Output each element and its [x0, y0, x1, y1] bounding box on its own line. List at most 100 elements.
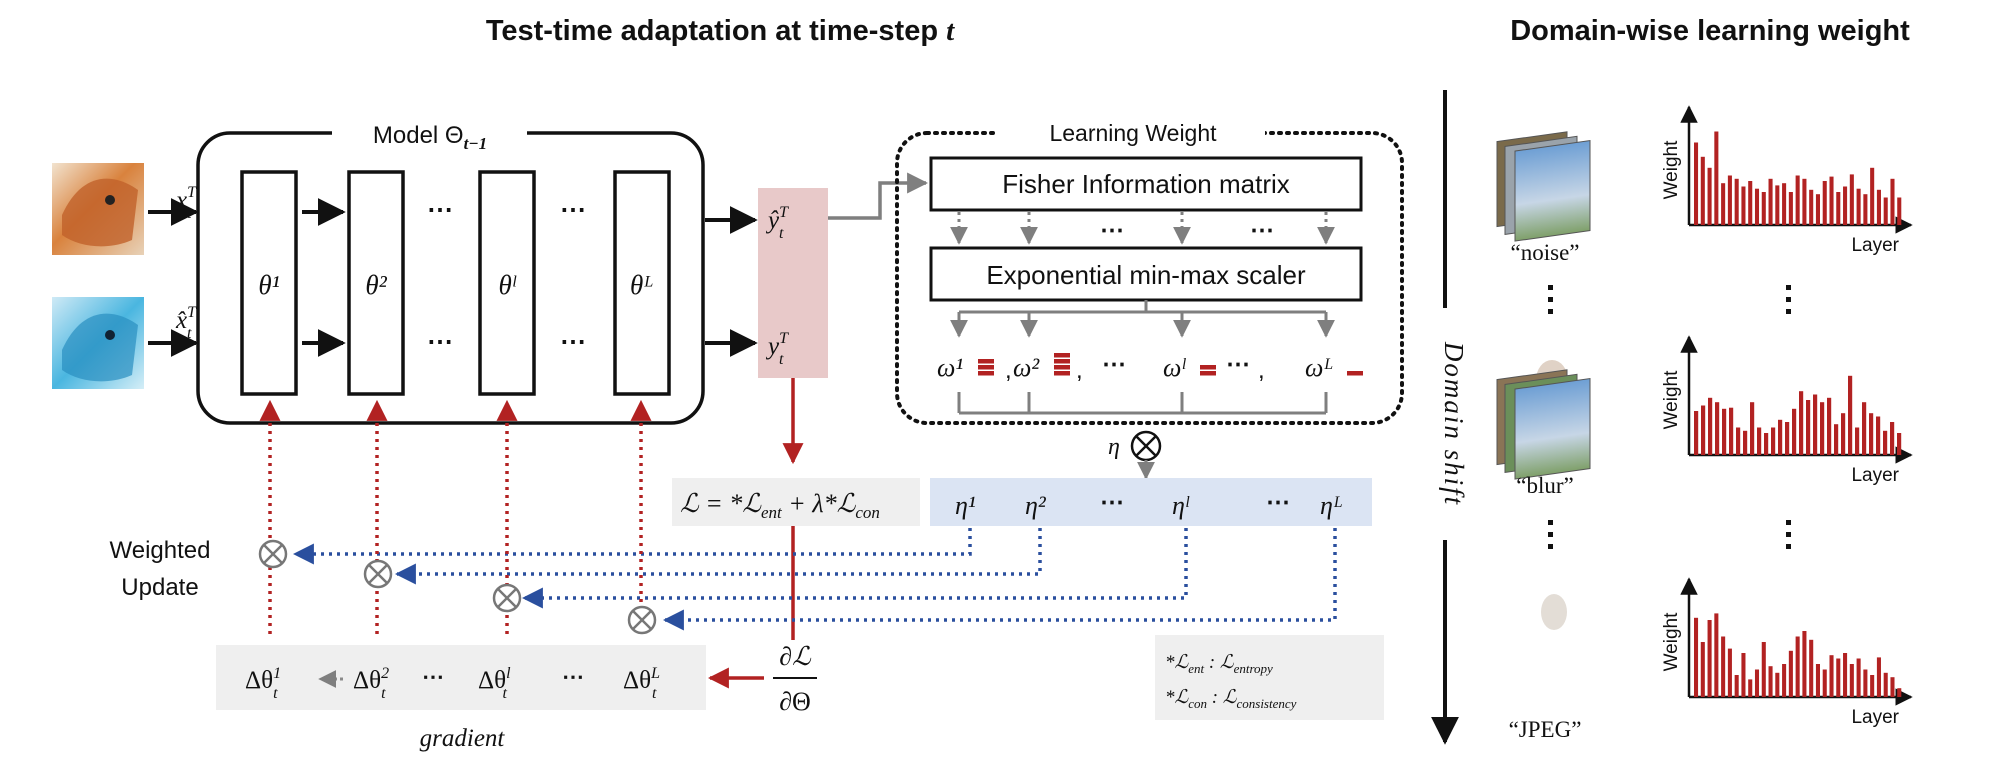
- bar: [1761, 192, 1766, 225]
- input-image-fox: [52, 163, 144, 255]
- bar: [1768, 666, 1773, 697]
- eta-row-box: [930, 478, 1372, 526]
- vertical-ellipsis: [1548, 285, 1791, 549]
- eta-L: ηᴸ: [1320, 491, 1343, 520]
- bar: [1768, 178, 1773, 225]
- bar: [1883, 672, 1888, 697]
- bar: [1869, 413, 1874, 455]
- loss-equation: ℒ = *ℒent + λ*ℒcon: [680, 489, 880, 522]
- x-axis-label: Layer: [1851, 235, 1899, 256]
- bar: [1820, 402, 1825, 455]
- input-x-label: xTt: [175, 184, 197, 222]
- fisher-box: [929, 156, 1363, 212]
- bar: [1855, 427, 1860, 455]
- omega-L: ωᴸ: [1305, 353, 1334, 382]
- bar: [1715, 402, 1720, 455]
- bar: [1708, 397, 1713, 455]
- bar: [1782, 664, 1787, 697]
- bar: [1754, 669, 1760, 697]
- weighted-update-label-2: Update: [121, 574, 198, 601]
- bar: [1802, 631, 1807, 697]
- bar: [1876, 657, 1881, 697]
- omega-weight-bar: [1054, 365, 1070, 370]
- bar: [1729, 407, 1734, 455]
- bar: [1734, 675, 1739, 697]
- bar: [1741, 653, 1746, 697]
- bar: [1856, 658, 1861, 697]
- bar: [1841, 413, 1846, 455]
- svg-text:⋯: ⋯: [562, 664, 584, 689]
- bar: [1778, 419, 1783, 455]
- bar: [1734, 178, 1739, 225]
- scaler-box: [929, 246, 1363, 302]
- bar: [1748, 181, 1753, 225]
- svg-text:⋯: ⋯: [1250, 217, 1274, 244]
- bar: [1890, 178, 1895, 225]
- bar: [1795, 175, 1800, 225]
- bar: [1736, 427, 1741, 455]
- bar: [1870, 167, 1875, 225]
- omega-collector: [957, 392, 1328, 415]
- to-fisher-arrow: [828, 172, 929, 220]
- bar: [1782, 183, 1787, 225]
- bar: [1862, 402, 1867, 455]
- bar: [1785, 422, 1790, 455]
- bar: [1834, 424, 1839, 455]
- scaler-fanout: [950, 300, 1335, 338]
- bar: [1806, 400, 1811, 455]
- bar: [1863, 194, 1868, 225]
- bar: [1771, 427, 1776, 455]
- gradient-label: gradient: [420, 725, 506, 752]
- svg-text:,: ,: [1076, 357, 1083, 384]
- bar: [1788, 650, 1793, 697]
- bar: [1748, 679, 1753, 697]
- model-label: Model Θt−1: [373, 122, 487, 153]
- svg-text:⋯: ⋯: [1100, 217, 1124, 244]
- omega-2: ω²: [1013, 353, 1040, 382]
- eta-multiply-icon: [1130, 430, 1162, 462]
- bar: [1843, 653, 1848, 697]
- x-axis-label: Layer: [1851, 465, 1899, 486]
- omega-weight-bar: [1054, 353, 1070, 358]
- bar: [1727, 648, 1732, 697]
- bar: [1897, 433, 1902, 455]
- legend-consistency: *ℒcon : ℒconsistency: [1165, 687, 1297, 711]
- eta-l: ηˡ: [1172, 491, 1190, 520]
- layer-theta-2: [347, 170, 405, 396]
- multiply-icon: [627, 605, 657, 635]
- bar: [1822, 181, 1827, 225]
- omega-weight-bar: [978, 359, 994, 364]
- omega-weight-bar: [978, 365, 994, 370]
- eta-1: η¹: [955, 491, 976, 520]
- omega-weight-bar: [1054, 359, 1070, 364]
- bar: [1822, 669, 1827, 697]
- multiply-icon: [258, 539, 288, 569]
- omega-weight-bar: [1200, 365, 1216, 370]
- bar: [1700, 642, 1705, 697]
- layer-theta-1-label: θ¹: [258, 270, 279, 300]
- bar: [1741, 186, 1746, 225]
- model-layers: θ¹ θ² θˡ θᴸ ⋯ ⋯ ⋯ ⋯: [240, 170, 671, 396]
- bar: [1799, 391, 1804, 455]
- fisher-to-scaler-arrows: ⋯ ⋯: [950, 212, 1335, 245]
- bar: [1788, 192, 1793, 225]
- omega-row: ω¹ ω² ωˡ ωᴸ , , , ⋯ ⋯: [937, 351, 1363, 384]
- bar: [1856, 188, 1861, 225]
- eta-label: η: [1108, 434, 1120, 460]
- bar: [1848, 375, 1853, 455]
- weighted-update-arrows: [292, 528, 1337, 631]
- domain-image-blur: [1496, 131, 1591, 400]
- multiply-icon: [492, 583, 522, 613]
- bar: [1802, 178, 1807, 225]
- title-left: Test-time adaptation at time-step t: [486, 15, 955, 47]
- layer-theta-L: [613, 170, 671, 396]
- bar: [1694, 142, 1699, 225]
- svg-text:,: ,: [1005, 357, 1012, 384]
- bar: [1883, 197, 1888, 225]
- layer-theta-l-label: θˡ: [499, 270, 517, 300]
